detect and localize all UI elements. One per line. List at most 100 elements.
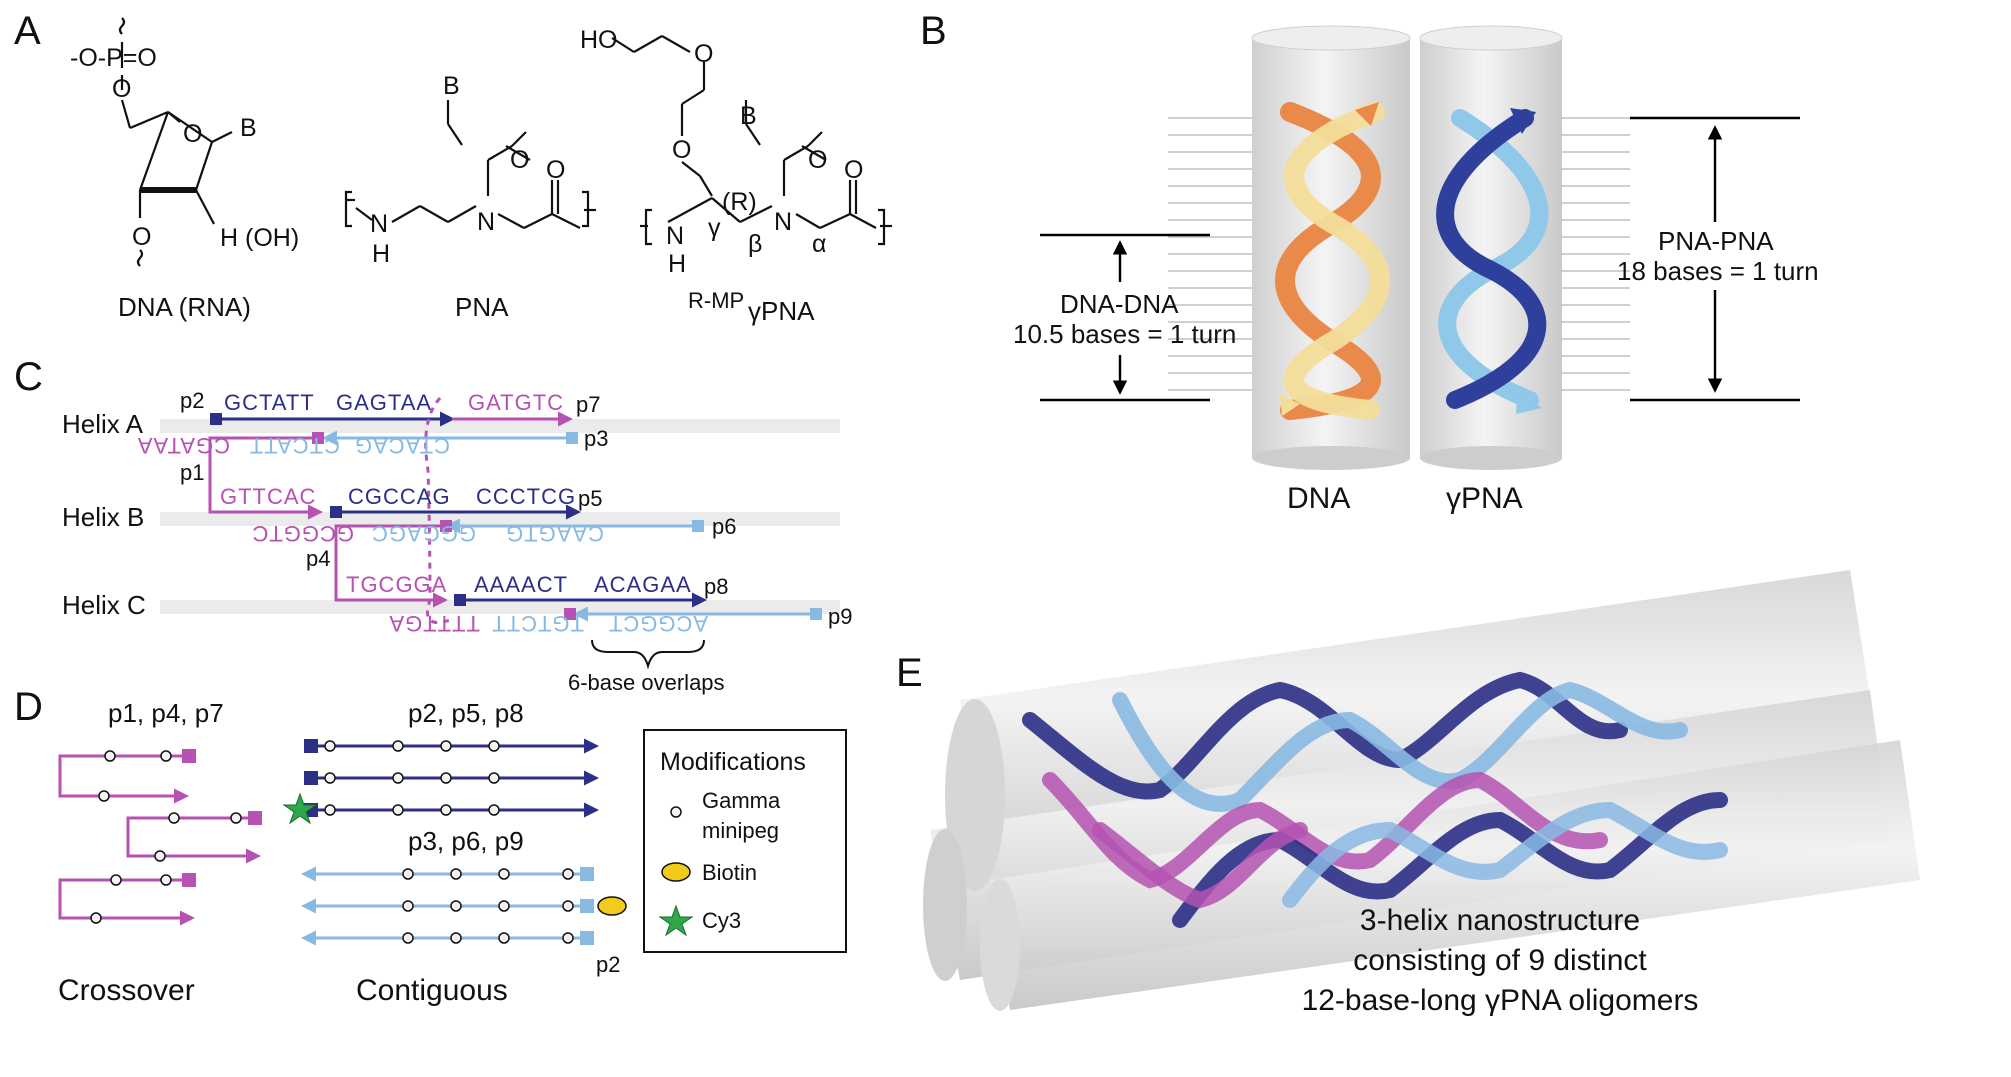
navy-2-start: [304, 771, 318, 785]
pna-pna-title: PNA-PNA: [1658, 226, 1774, 256]
panel-label-e: E: [896, 651, 923, 695]
lb-modifications: [402, 868, 574, 944]
panel-e: E 3-helix nanostructure consisting of 9 …: [896, 570, 1920, 1017]
label-p6: p6: [712, 514, 736, 539]
pna-base-ticks: [1562, 117, 1630, 391]
pna-o-label: O: [510, 146, 529, 174]
helix-b-label: Helix B: [62, 502, 144, 532]
e-lb-strand-1: [1112, 681, 1688, 812]
label-p8: p8: [704, 574, 728, 599]
p1-strand: [208, 436, 323, 520]
gamma-minipeg-icon: [670, 806, 682, 818]
gpna-ho-label: HO: [580, 26, 618, 54]
p3-start-marker: [566, 432, 578, 444]
p7-end-marker: [564, 608, 576, 620]
helix-c-label: Helix C: [62, 590, 146, 620]
caption-gpna-prefix: R-MP: [688, 288, 744, 313]
pna-pna-turn: 18 bases = 1 turn: [1617, 256, 1819, 286]
dna-o3-label: O: [132, 223, 151, 251]
dna-strand-light: [1283, 102, 1390, 420]
lb-2-start: [580, 899, 594, 913]
e-mag-strand-2: [1092, 822, 1308, 909]
modifications-legend: Modifications Gamma minipeg Biotin Cy3: [643, 729, 847, 953]
p2-note: p2: [596, 952, 620, 977]
gpna-n1-label: N: [666, 222, 684, 250]
pna-structure: [344, 100, 596, 229]
crossover-modifications: [90, 750, 242, 924]
panel-b: B: [920, 9, 1819, 515]
dna-dna-turn: 10.5 bases = 1 turn: [1013, 319, 1236, 349]
dna-base-ticks: [1168, 117, 1252, 391]
label-p7: p7: [576, 392, 600, 417]
seq-a-top-3: GATGTC: [468, 390, 564, 415]
p1-start-marker: [312, 432, 324, 444]
panel-c: C Helix A Helix B Helix C: [14, 355, 852, 695]
crossover-strand-3: [58, 878, 195, 926]
lb-1-start: [580, 867, 594, 881]
gpna-label: γPNA: [1446, 482, 1523, 515]
biotin-on-strand: [597, 896, 627, 916]
gpna-o3-label: O: [808, 146, 827, 174]
gpna-beta-label: β: [748, 230, 762, 258]
wavy-bond-top: [118, 17, 126, 35]
panel-label-b: B: [920, 9, 947, 53]
label-p2: p2: [180, 388, 204, 413]
overlap-label: 6-base overlaps: [568, 670, 725, 695]
pna-o2-label: O: [546, 156, 565, 184]
seq-a-top-2: GAGTAA: [336, 390, 432, 415]
gpna-h-label: H: [668, 250, 686, 278]
seq-b-top-2: CGCCAG: [348, 484, 451, 509]
dna-label: DNA: [1287, 482, 1350, 515]
seq-b-top-1: GTTCAC: [220, 484, 316, 509]
pna-base-label: B: [443, 72, 460, 100]
gpna-gamma-label: γ: [708, 214, 721, 242]
ring-o-label: O: [183, 120, 202, 148]
crossover-2-end: [248, 811, 262, 825]
caption-crossover: Crossover: [58, 974, 195, 1007]
panel-label-d: D: [14, 685, 43, 729]
p4-start-marker: [440, 520, 452, 532]
seq-a-bottom-2: CTCATT: [249, 433, 340, 458]
seq-b-bottom-2: GGGAGC: [371, 521, 476, 546]
seq-c-top-3: ACAGAA: [594, 572, 692, 597]
e-caption-1: 3-helix nanostructure: [1360, 904, 1640, 937]
legend-gamma-2: minipeg: [702, 818, 779, 843]
caption-dna-rna: DNA (RNA): [118, 292, 251, 322]
contiguous-top-label: p2, p5, p8: [408, 698, 524, 728]
p2-start-marker: [210, 413, 222, 425]
gpna-base-label: B: [740, 102, 757, 130]
contiguous-bottom-label: p3, p6, p9: [408, 826, 524, 856]
seq-c-top-1: TGCGGA: [346, 572, 447, 597]
lb-3-start: [580, 931, 594, 945]
dna-dna-title: DNA-DNA: [1060, 289, 1179, 319]
helix-c-track: [160, 600, 840, 614]
legend-cy3: Cy3: [702, 908, 741, 933]
seq-b-bottom-1: GCGGTC: [251, 521, 354, 546]
legend-title: Modifications: [660, 748, 806, 776]
dna-helix: [1275, 102, 1390, 420]
h-oh-label: H (OH): [220, 224, 299, 252]
pna-turn-measure: [1630, 116, 1800, 402]
nanostructure-strands: [1022, 671, 1728, 928]
cy3-star-on-strand: [282, 792, 318, 825]
p7-dashed-crossover: [424, 396, 451, 624]
panel-label-c: C: [14, 355, 43, 399]
legend-biotin: Biotin: [702, 860, 757, 885]
caption-contiguous: Contiguous: [356, 974, 508, 1007]
wavy-bond-bottom: [136, 249, 144, 267]
crossover-1-end: [182, 749, 196, 763]
e-caption-2: consisting of 9 distinct: [1353, 944, 1647, 977]
crossover-strand-label: p1, p4, p7: [108, 698, 224, 728]
dna-o-label: O: [112, 75, 131, 103]
gpna-n2-label: N: [774, 208, 792, 236]
seq-a-bottom-3: CTACAG: [354, 433, 450, 458]
seq-c-bottom-2: TGTCTT: [491, 611, 584, 636]
p6-start-marker: [692, 520, 704, 532]
dna-turn-measure: [1040, 233, 1210, 402]
cy3-icon: [658, 904, 694, 937]
gpna-cylinder: [1419, 25, 1563, 470]
panel-d: D p1, p4, p7 p2, p5, p8: [14, 685, 847, 1007]
panel-label-a: A: [14, 9, 41, 53]
p9-start-marker: [810, 608, 822, 620]
biotin-icon: [661, 862, 691, 882]
